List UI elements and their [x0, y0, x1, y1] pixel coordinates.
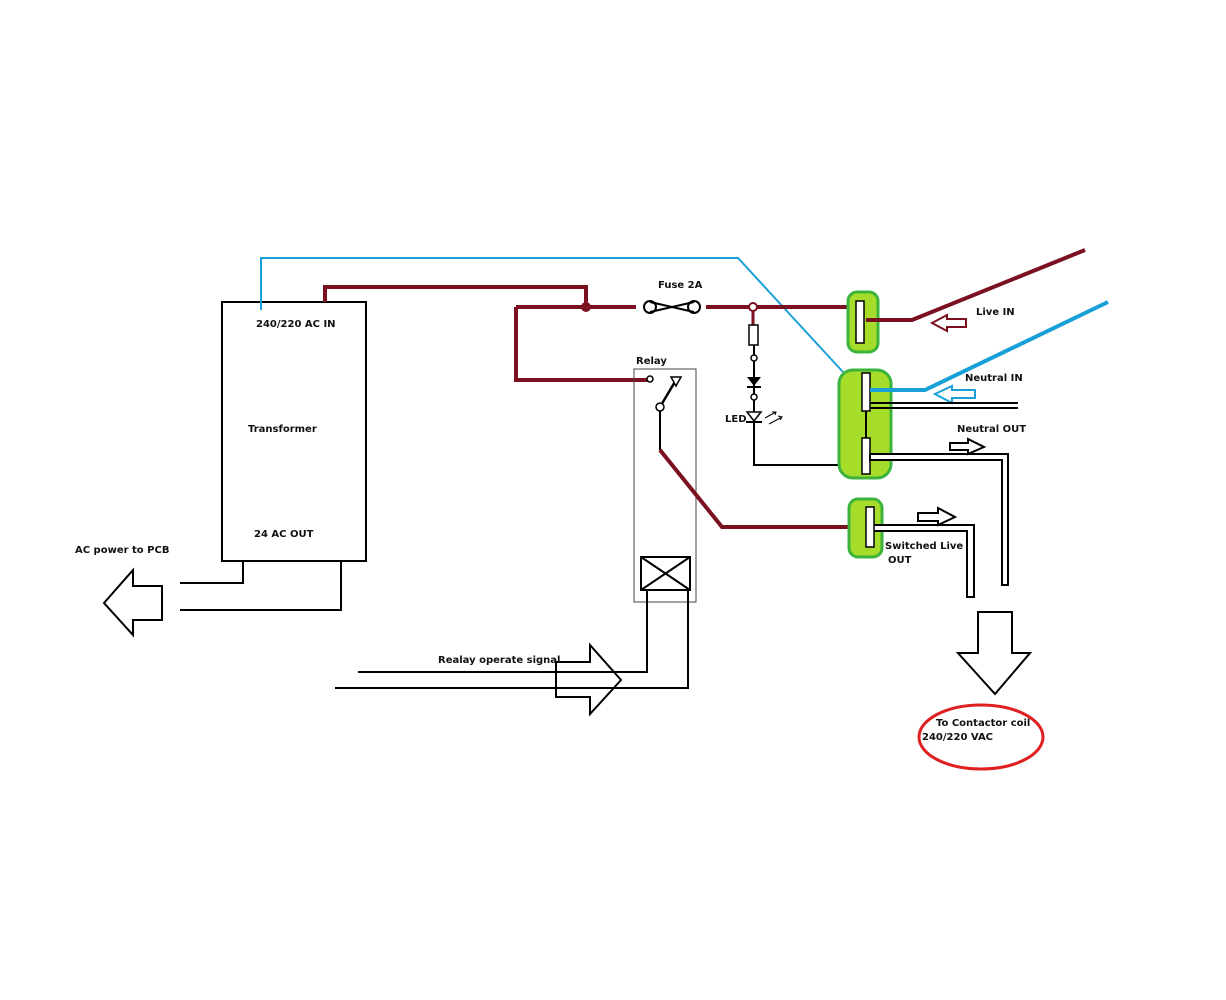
node-circle: [750, 354, 758, 362]
down-arrow-icon: [955, 611, 1033, 696]
pcb-wire-2: [180, 561, 342, 611]
relay-signal-wire-2: [335, 590, 689, 689]
neutral-in-wire: [870, 300, 1109, 392]
relay-label: Relay: [636, 356, 667, 367]
terminal-pin: [861, 372, 871, 412]
relay-signal-label: Realay operate signal: [438, 655, 560, 666]
ac-in-label: 240/220 AC IN: [256, 319, 336, 330]
resistor-icon: [748, 324, 759, 346]
neutral-in-label: Neutral IN: [965, 373, 1023, 384]
relay-switch-icon: [655, 376, 683, 450]
contactor-ellipse: [917, 703, 1045, 771]
switched-live-arrow-icon: [917, 506, 958, 527]
switched-live-label-2: OUT: [888, 555, 912, 566]
neutral-wire: [260, 257, 844, 373]
live-wire-relay: [514, 307, 650, 382]
left-arrow-icon: [102, 567, 163, 638]
switched-live-wire: [658, 448, 866, 529]
diode-icon: [747, 377, 761, 388]
terminal-pin: [855, 300, 865, 344]
neutral-in-arrow-icon: [932, 384, 976, 405]
terminal-pin: [865, 506, 875, 548]
neutral-out-label: Neutral OUT: [957, 424, 1026, 435]
ac-out-label: 24 AC OUT: [254, 529, 314, 540]
transformer-label: Transformer: [248, 424, 317, 435]
junction-dot: [581, 302, 591, 312]
led-junction: [748, 302, 758, 312]
live-in-wire: [866, 248, 1086, 322]
live-in-arrow-icon: [929, 313, 967, 333]
led-icon: [745, 411, 783, 425]
contactor-label-1: To Contactor coil: [936, 718, 1030, 729]
relay-box: [633, 368, 697, 603]
neutral-through-wire: [870, 402, 1018, 409]
live-in-label: Live IN: [976, 307, 1015, 318]
led-label: LED: [725, 414, 747, 425]
relay-coil-icon: [640, 556, 691, 591]
contactor-label-2: 240/220 VAC: [922, 732, 993, 743]
relay-signal-wire-1: [358, 590, 648, 673]
node-circle: [750, 393, 758, 401]
ac-power-pcb-label: AC power to PCB: [75, 545, 169, 556]
switched-live-label-1: Switched Live: [885, 541, 963, 552]
live-wire-transformer: [323, 285, 588, 307]
fuse-label: Fuse 2A: [658, 280, 703, 291]
relay-contact: [646, 375, 654, 383]
switched-live-out-wire: [869, 524, 975, 598]
pcb-wire-1: [180, 561, 244, 584]
right-arrow-icon: [555, 642, 623, 717]
terminal-pin: [861, 437, 871, 475]
transformer-box: [221, 301, 367, 562]
fuse-icon: [636, 300, 706, 314]
neutral-out-wire: [869, 453, 1009, 586]
neutral-out-arrow-icon: [949, 437, 987, 456]
